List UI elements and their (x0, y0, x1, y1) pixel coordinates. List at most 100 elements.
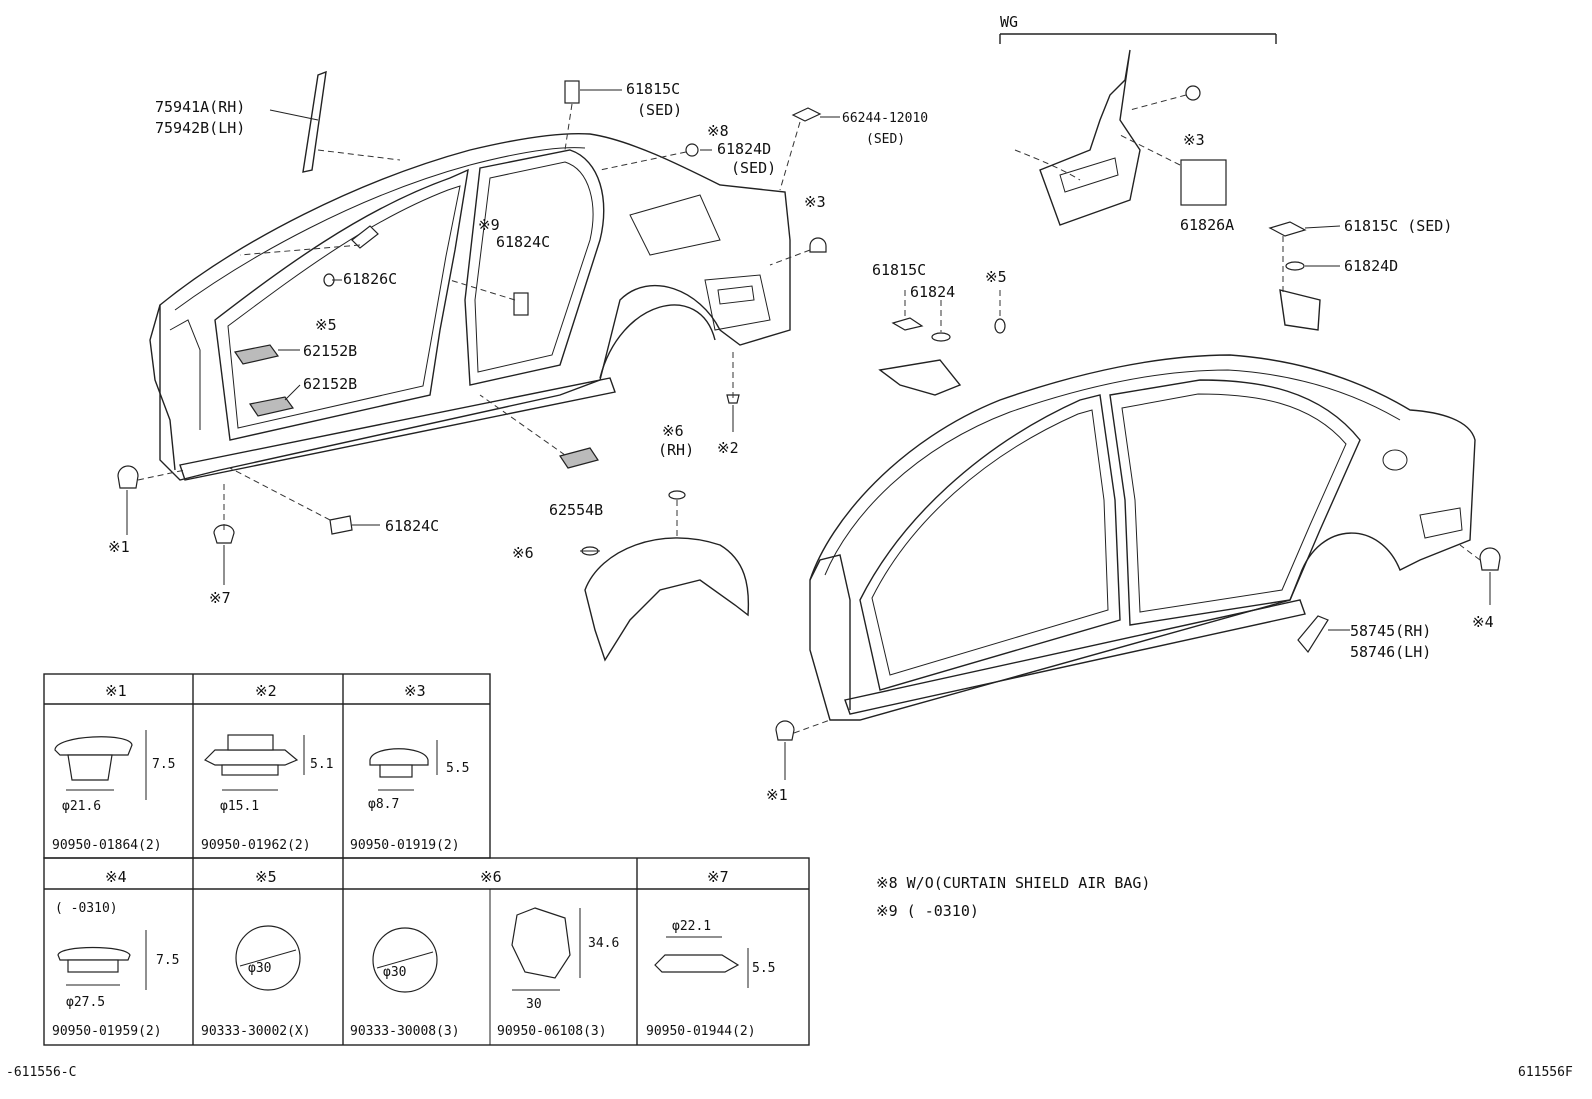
label-rh: (RH) (658, 441, 694, 459)
clip3-part-no: 90950-01919(2) (350, 838, 460, 853)
plug-4-shape (1479, 547, 1501, 571)
label-61824c-mid: 61824C (496, 233, 550, 251)
pad-61824c-low-shape (329, 515, 353, 535)
plug6-part-no-b: 90950-06108(3) (497, 1024, 607, 1039)
plug-2-shape (726, 394, 740, 404)
label-mark8: ※8 (707, 122, 729, 140)
label-mark3-wg: ※3 (1183, 131, 1205, 149)
footer-right-code: 611556F (1518, 1065, 1573, 1080)
label-61824c-low: 61824C (385, 517, 439, 535)
label-61824d-right: 61824D (1344, 257, 1398, 275)
plug-3-wg-shape (1185, 85, 1201, 101)
table-header-7: ※7 (707, 868, 729, 886)
plug-6-rh-shape (668, 490, 686, 500)
pad-61824d-right-shape (1285, 261, 1305, 271)
pad-66244-shape (791, 107, 822, 122)
label-mark6-rh: ※6 (662, 422, 684, 440)
table-header-2: ※2 (255, 682, 277, 700)
label-58746: 58746(LH) (1350, 643, 1431, 661)
right-body-side-panel (775, 354, 1501, 780)
wheel-housing-part (584, 537, 750, 662)
label-61815c-top: 61815C (626, 80, 680, 98)
note-9: ※9 ( -0310) (876, 902, 979, 920)
left-small-parts (117, 70, 827, 662)
footer-left-code: -611556-C (6, 1065, 76, 1080)
clip2-diameter: φ15.1 (220, 799, 259, 814)
plug5-part-no: 90333-30002(X) (201, 1024, 311, 1039)
clip7-part-no: 90950-01944(2) (646, 1024, 756, 1039)
clip1-part-no: 90950-01864(2) (52, 838, 162, 853)
label-61824-center: 61824 (910, 283, 955, 301)
clip4-diameter: φ27.5 (66, 995, 105, 1010)
label-58745: 58745(RH) (1350, 622, 1431, 640)
plug6-diameter: φ30 (383, 965, 406, 980)
table-header-5: ※5 (255, 868, 277, 886)
pad-61824-center-shape (931, 332, 951, 342)
label-mark1-left: ※1 (108, 538, 130, 556)
label-mark1-right: ※1 (766, 786, 788, 804)
label-sed-1: (SED) (637, 101, 682, 119)
label-sed-2: (SED) (731, 159, 776, 177)
pad-61824d-top-shape (685, 143, 699, 157)
label-61815c-center: 61815C (872, 261, 926, 279)
table-header-3: ※3 (404, 682, 426, 700)
left-body-side-panel (149, 132, 791, 481)
wg-detail (878, 49, 1341, 396)
fastener-table: ※1 ※2 ※3 7.5 φ21.6 90950-01864(2) 5.1 φ1… (43, 673, 810, 1046)
wg-label: WG (1000, 13, 1018, 31)
plug6-part-no-a: 90333-30008(3) (350, 1024, 460, 1039)
label-62152b-1: 62152B (303, 342, 357, 360)
plug-5-center-shape (994, 318, 1006, 334)
table-header-6: ※6 (480, 868, 502, 886)
clip1-height: 7.5 (152, 757, 175, 772)
callout-labels: 75941A(RH) 75942B(LH) 61815C (SED) ※8 61… (108, 80, 1494, 804)
label-mark6-left: ※6 (512, 544, 534, 562)
label-mark5-center: ※5 (985, 268, 1007, 286)
label-62554b: 62554B (549, 501, 603, 519)
plug6-hex-width: 30 (526, 997, 542, 1012)
label-75941a: 75941A(RH) (155, 98, 245, 116)
plug-1-left-shape (117, 465, 139, 489)
part-58745-shape (1297, 615, 1329, 654)
pad-61815c-center-shape (891, 317, 924, 331)
clip3-height: 5.5 (446, 761, 469, 776)
pad-62554b-shape (559, 447, 599, 469)
label-61815c-sed-right: 61815C (SED) (1344, 217, 1452, 235)
table-header-1: ※1 (105, 682, 127, 700)
note-8: ※8 W/O(CURTAIN SHIELD AIR BAG) (876, 874, 1150, 892)
pad-61826a-shape (1180, 159, 1227, 206)
plug6-hex-height: 34.6 (588, 936, 619, 951)
pad-61824c-mid-shape (513, 292, 529, 316)
label-mark5-left: ※5 (315, 316, 337, 334)
pad-62152b-2-shape (249, 396, 295, 417)
clip2-part-no: 90950-01962(2) (201, 838, 311, 853)
clip3-diameter: φ8.7 (368, 797, 399, 812)
pad-61826c-shape (351, 225, 379, 249)
clip7-diameter: φ22.1 (672, 919, 711, 934)
label-62152b-2: 62152B (303, 375, 357, 393)
label-mark9: ※9 (478, 216, 500, 234)
leader-lines-left (126, 89, 840, 585)
roof-molding-part (302, 70, 327, 173)
label-75942b: 75942B(LH) (155, 119, 245, 137)
label-61826c: 61826C (343, 270, 397, 288)
plug-3-left-shape (809, 237, 827, 253)
label-61824d-top: 61824D (717, 140, 771, 158)
clip1-diameter: φ21.6 (62, 799, 101, 814)
clip4-part-no: 90950-01959(2) (52, 1024, 162, 1039)
pad-62152b-1-shape (234, 344, 280, 365)
clip2-height: 5.1 (310, 757, 333, 772)
label-mark4: ※4 (1472, 613, 1494, 631)
label-mark2: ※2 (717, 439, 739, 457)
clip4-height: 7.5 (156, 953, 179, 968)
clip7-height: 5.5 (752, 961, 775, 976)
label-61826a: 61826A (1180, 216, 1234, 234)
plug-7-shape (213, 524, 235, 544)
table-header-4: ※4 (105, 868, 127, 886)
label-mark7: ※7 (209, 589, 231, 607)
label-sed-3: (SED) (866, 132, 905, 147)
label-mark3-left: ※3 (804, 193, 826, 211)
clip4-note: ( -0310) (55, 901, 118, 916)
plug5-diameter: φ30 (248, 961, 271, 976)
